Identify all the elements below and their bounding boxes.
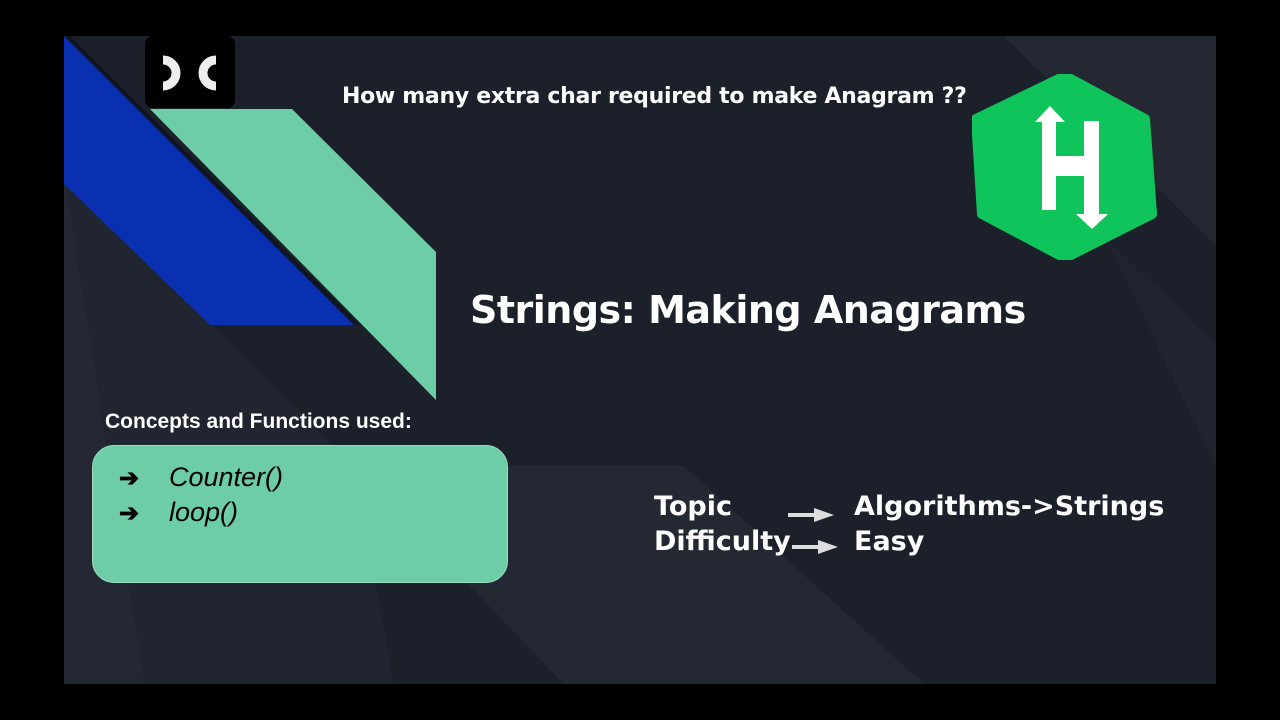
page-title: Strings: Making Anagrams [470, 288, 1026, 332]
arrow-right-icon [792, 540, 838, 554]
concepts-label: Concepts and Functions used: [105, 410, 412, 433]
arrow-right-icon: ➔ [119, 465, 140, 492]
concept-item: ➔ loop() [119, 497, 238, 528]
slide: How many extra char required to make Ana… [64, 36, 1216, 684]
concept-text: Counter() [169, 462, 284, 492]
info-key: Difficulty [654, 526, 791, 557]
hackerrank-logo-icon [972, 74, 1157, 260]
channel-logo [145, 36, 235, 108]
info-key: Topic [654, 491, 732, 522]
arrow-right-icon: ➔ [119, 500, 140, 527]
info-value: Easy [854, 526, 925, 557]
info-value: Algorithms->Strings [854, 491, 1165, 522]
question-heading: How many extra char required to make Ana… [342, 84, 967, 109]
concept-item: ➔ Counter() [119, 462, 283, 493]
concept-text: loop() [169, 497, 239, 527]
concepts-box: ➔ Counter() ➔ loop() [92, 445, 508, 583]
arrow-right-icon [788, 508, 834, 522]
dc-logo-icon [162, 55, 217, 91]
green-stripe [150, 109, 436, 400]
